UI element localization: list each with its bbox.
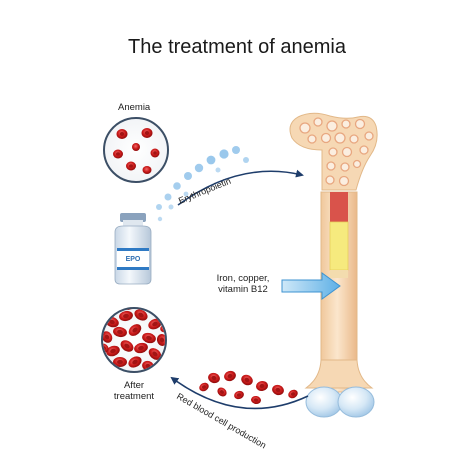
epo-vial: EPO — [114, 213, 152, 285]
rbc-dense-12 — [134, 342, 148, 354]
rbc-dense-13 — [148, 348, 162, 360]
page-title: The treatment of anemia — [128, 36, 346, 58]
anemia-blood-sample — [103, 117, 169, 183]
red-bone-marrow — [330, 192, 348, 222]
rbc-dense-8 — [142, 332, 156, 344]
erythropoietin-bubbles — [156, 146, 249, 222]
rbc-dense-14 — [113, 357, 127, 367]
nutrients-label-line2: vitamin B12 — [218, 284, 268, 295]
rbc-dense-3 — [134, 309, 148, 321]
after-treatment-line2: treatment — [113, 391, 155, 402]
after-treatment-line1: After — [123, 380, 145, 391]
nutrient-arrow — [281, 272, 341, 300]
rbc-dense-6 — [113, 326, 127, 338]
bone-condyle-right — [337, 386, 375, 418]
yellow-bone-marrow — [329, 221, 349, 271]
released-red-blood-cells — [199, 370, 298, 405]
after-treatment-label: After treatment — [104, 380, 164, 402]
nutrients-label-line1: Iron, copper, — [216, 273, 270, 284]
spongy-bone — [299, 117, 374, 187]
erythropoietin-label: Erythropoietin — [177, 176, 232, 206]
rbc-dense-9 — [156, 334, 165, 346]
rbc-stream-9 — [251, 395, 261, 405]
rbc-sparse-7 — [142, 166, 152, 174]
femur-bone — [289, 112, 378, 418]
red-blood-cell-production-arrow — [170, 376, 309, 410]
rbc-stream-6 — [288, 389, 298, 399]
rbc-sparse-3 — [132, 143, 140, 151]
rbc-dense-10 — [106, 345, 120, 357]
rbc-dense-2 — [119, 310, 133, 322]
rbc-stream-1 — [208, 372, 220, 384]
anemia-label: Anemia — [118, 102, 151, 113]
nutrients-label: Iron, copper, vitamin B12 — [205, 273, 281, 295]
rbc-dense-5 — [103, 331, 113, 343]
rbc-sparse-2 — [141, 128, 153, 138]
rbc-stream-3 — [241, 374, 253, 386]
rbc-sparse-5 — [113, 149, 123, 159]
rbc-stream-8 — [234, 390, 244, 400]
rbc-stream-7 — [217, 387, 227, 397]
rbc-sparse-1 — [116, 129, 128, 139]
bone-condyle-left — [305, 386, 343, 418]
rbc-stream-5 — [272, 384, 284, 396]
rbc-sparse-6 — [126, 161, 136, 171]
rbc-stream-4 — [256, 380, 268, 392]
erythropoietin-arrow — [177, 169, 304, 206]
rbc-sparse-4 — [150, 148, 160, 158]
rbc-dense-15 — [128, 356, 142, 368]
epo-vial-label: EPO — [126, 256, 141, 263]
rbc-dense-7 — [128, 324, 142, 336]
rbc-dense-11 — [120, 340, 134, 352]
rbc-stream-2 — [224, 370, 236, 382]
rbc-stream-10 — [199, 382, 209, 392]
rbc-dense-4 — [148, 318, 162, 330]
after-treatment-blood-sample — [101, 307, 167, 373]
